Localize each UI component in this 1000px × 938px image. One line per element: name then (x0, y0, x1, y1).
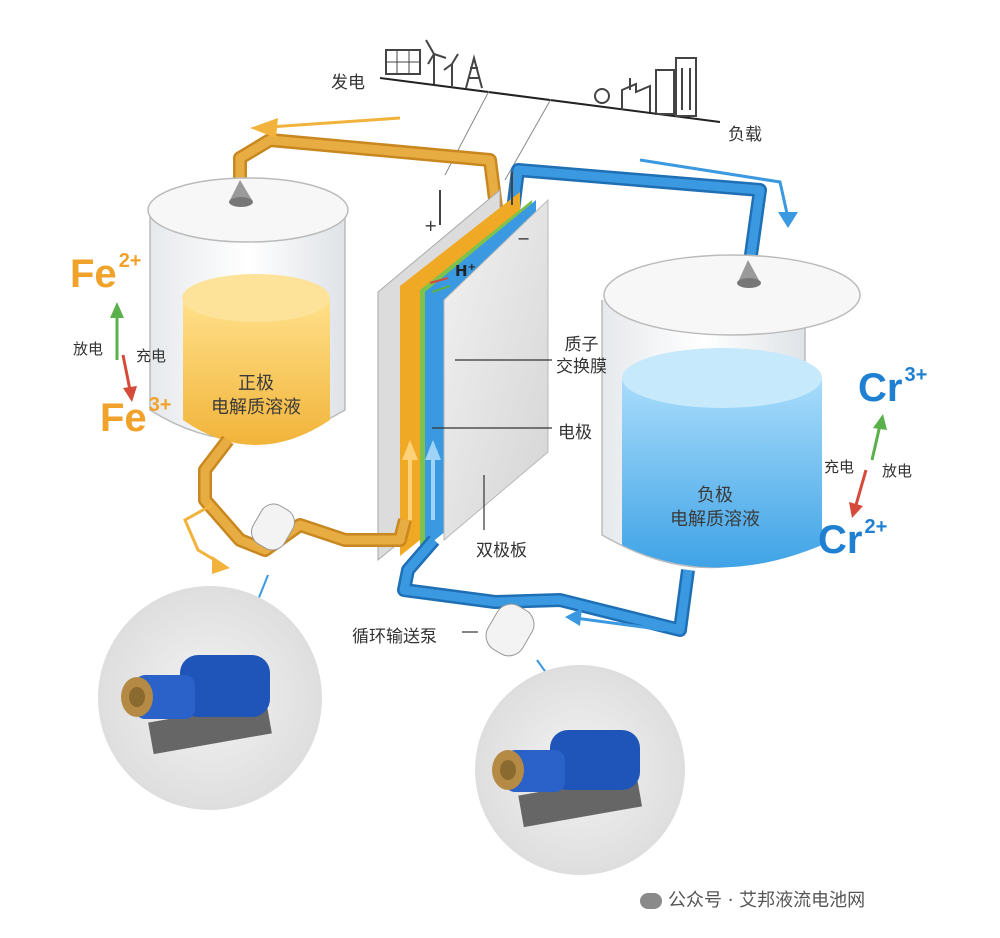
pump-motor-icon (475, 665, 685, 875)
negative-tank-label: 负极 电解质溶液 (657, 484, 773, 532)
fe-discharge-label: 放电 (73, 340, 104, 358)
positive-bottom-pipe (183, 435, 412, 574)
negative-electrolyte-tank (601, 254, 861, 569)
leader-lines (432, 359, 552, 633)
negative-top-pipe (506, 158, 798, 263)
membrane-label-line1: 质子 (564, 335, 599, 355)
membrane-label-line2: 交换膜 (556, 357, 607, 377)
fe-charge-label: 充电 (136, 347, 167, 365)
watermark: 公众号 · 艾邦液流电池网 (640, 886, 865, 912)
electrode-label: 电极 (558, 423, 592, 443)
cr3-ion-charge: 3+ (904, 364, 928, 386)
cell-stack (377, 172, 549, 562)
cr-discharge-label: 放电 (882, 462, 913, 480)
fe2-ion-symbol: Fe (70, 252, 117, 296)
bipolar-plate-label: 双极板 (476, 541, 527, 561)
cr-ion-arrows (849, 414, 887, 518)
watermark-text: 公众号 · 艾邦液流电池网 (668, 890, 866, 911)
solar-panel-icon (385, 49, 421, 75)
positive-tank-label-line2: 电解质溶液 (211, 397, 301, 418)
cr2-ion-symbol: Cr (818, 518, 863, 562)
power-generation-label: 发电 (331, 73, 365, 93)
fe2-ion-charge: 2+ (118, 250, 142, 272)
fe3-ion-symbol: Fe (100, 396, 147, 440)
proton-label: H+ (455, 262, 476, 280)
positive-top-pipe (233, 116, 504, 216)
positive-tank-label: 正极 电解质溶液 (198, 372, 314, 420)
cr3-ion-symbol: Cr (858, 366, 903, 410)
negative-bottom-pipe (397, 535, 695, 637)
negative-tank-label-line1: 负极 (697, 485, 733, 506)
fe-ion-arrows (110, 302, 137, 402)
proton-charge: + (467, 262, 476, 273)
pump-motor-icon (98, 586, 322, 810)
pump-icon (251, 503, 295, 551)
membrane-label: 质子 交换膜 (556, 334, 607, 378)
pump-icon (485, 603, 535, 657)
pump-label: 循环输送泵 (352, 627, 437, 647)
load-label: 负载 (728, 125, 762, 145)
cr-charge-label: 充电 (824, 458, 855, 476)
power-tower-icon (465, 54, 483, 89)
positive-electrolyte-tank (147, 177, 349, 445)
factory-icon (621, 78, 651, 112)
negative-tank-label-line2: 电解质溶液 (670, 509, 760, 530)
fe3-ion-charge: 3+ (148, 394, 172, 416)
wind-turbine-icon (425, 39, 459, 86)
negative-terminal-label: − (517, 229, 531, 248)
proton-symbol: H (455, 262, 468, 280)
positive-tank-label-line1: 正极 (238, 373, 274, 394)
city-buildings-icon (594, 57, 697, 117)
positive-terminal-label: + (424, 216, 438, 235)
cr2-ion-charge: 2+ (864, 516, 888, 538)
wechat-icon (640, 893, 662, 909)
